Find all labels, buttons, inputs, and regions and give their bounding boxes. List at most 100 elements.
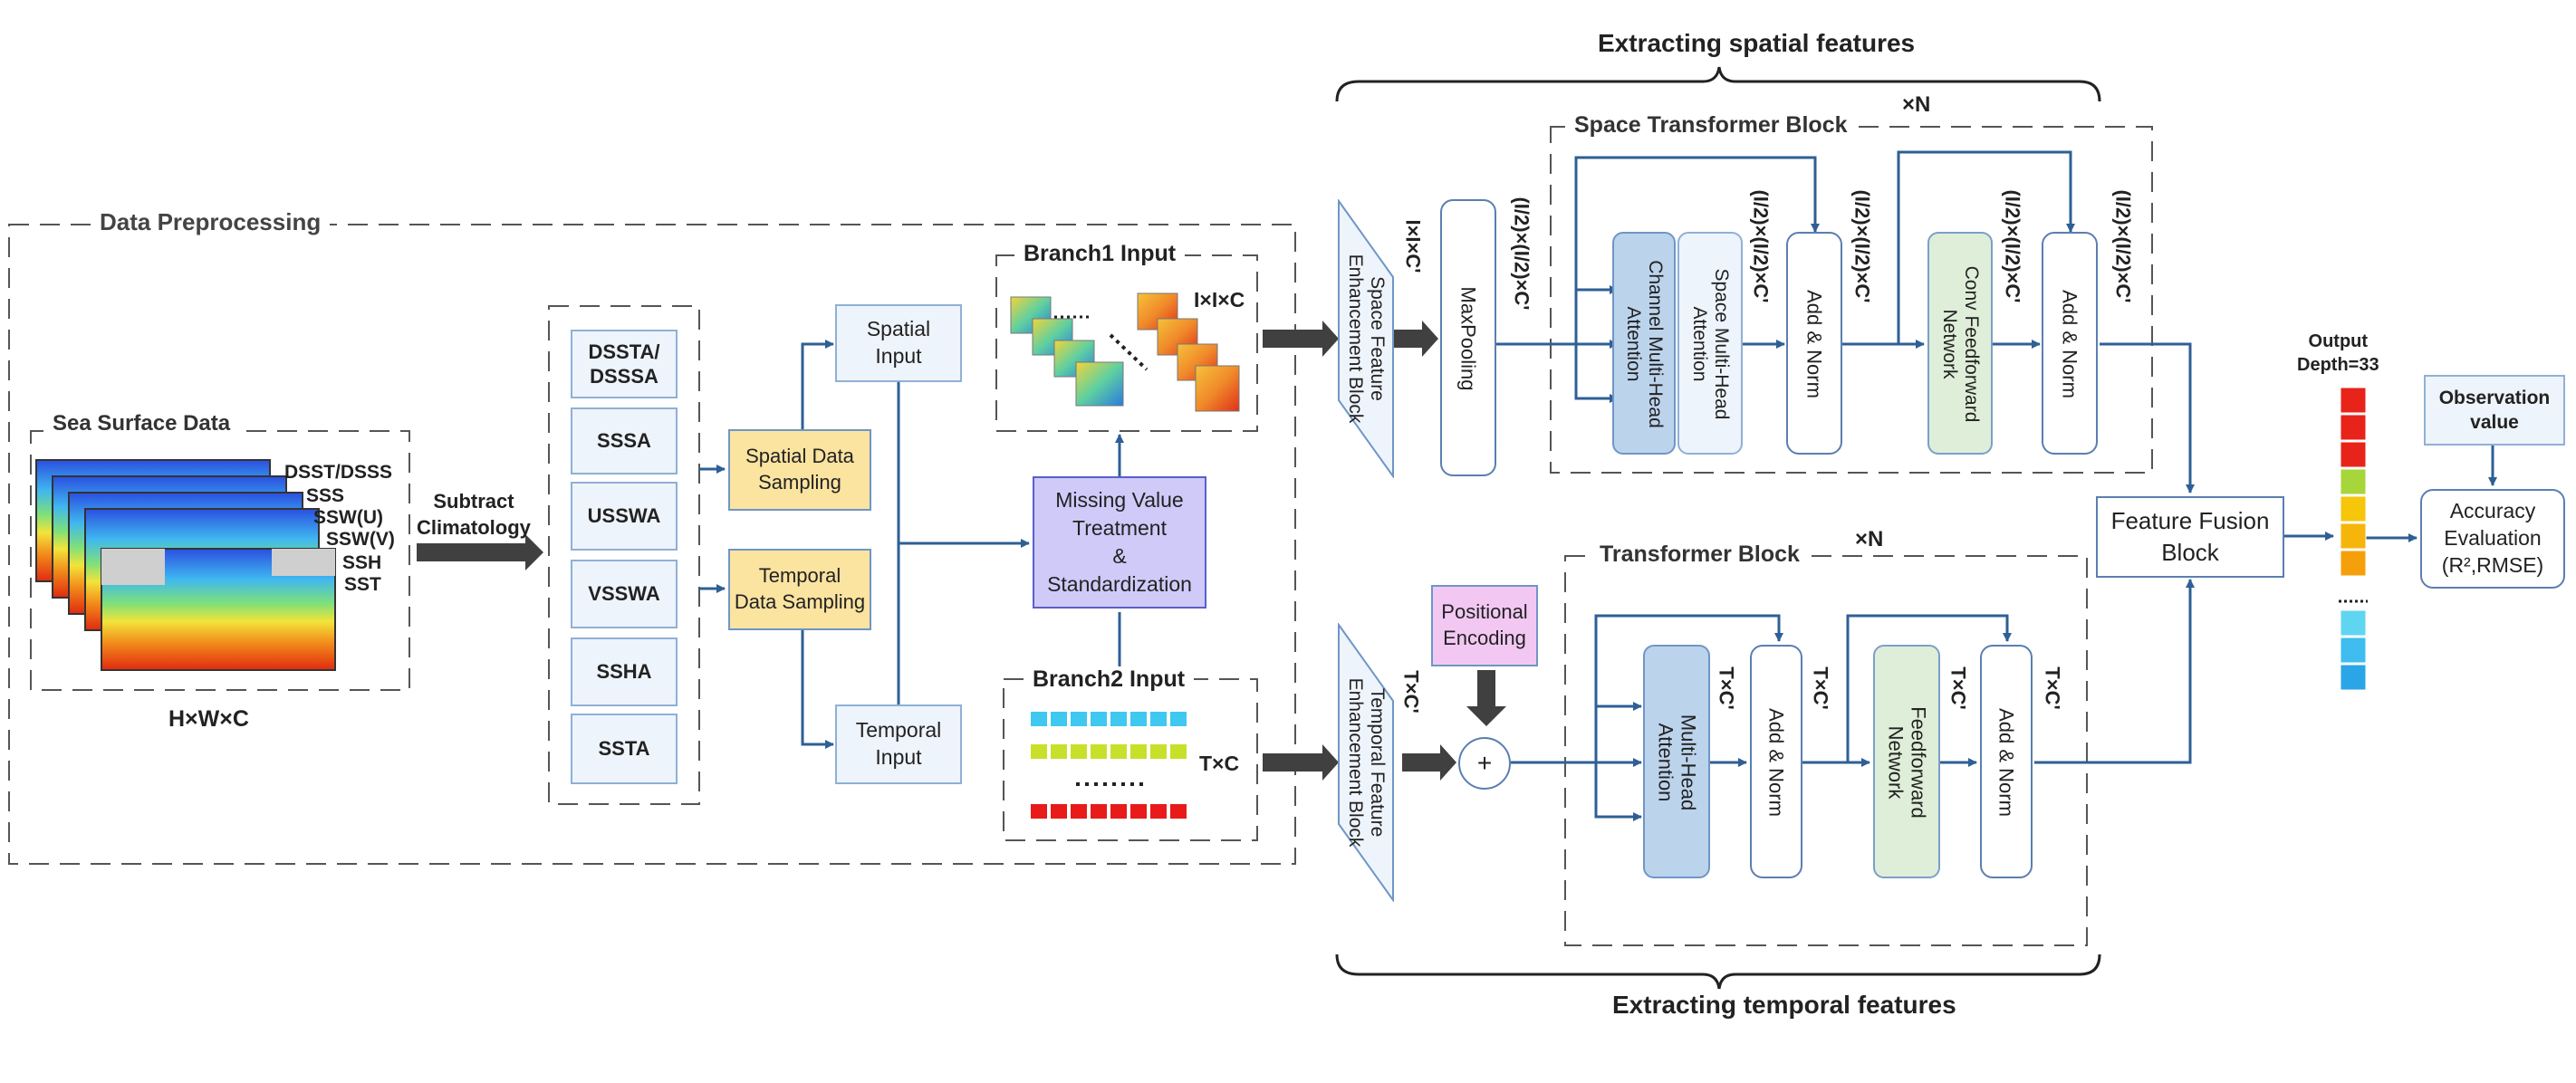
output-bar-stack xyxy=(2340,387,2367,691)
space-dim-att: (I/2)×(I/2)×C' xyxy=(1749,189,1773,303)
sequence-cell xyxy=(1150,744,1167,759)
temporal-input: Temporal Input xyxy=(835,704,962,784)
temporal-enhancement-shape xyxy=(1338,623,1394,902)
sequence-cell xyxy=(1051,712,1067,726)
sequence-cell xyxy=(1071,744,1087,759)
sequence-cell xyxy=(1170,804,1187,819)
sea-surface-maps xyxy=(35,459,336,671)
sequence-cell xyxy=(1150,712,1167,726)
temp-out-to-fusion xyxy=(2034,579,2195,764)
anomaly-dssta: DSSTA/ DSSSA xyxy=(571,330,678,398)
sampling-to-temporal-input xyxy=(801,630,834,749)
sequence-cell xyxy=(1051,744,1067,759)
temporal-attention-block xyxy=(1643,645,1710,878)
sequence-cell xyxy=(1110,804,1127,819)
space-repeat-label: ×N xyxy=(1902,92,1931,117)
positional-encoding: Positional Encoding xyxy=(1431,585,1538,666)
layer-label-dsst: DSST/DSSS xyxy=(284,462,393,483)
output-cell-top xyxy=(2340,495,2367,522)
output-cell-top xyxy=(2340,550,2367,577)
residual-2 xyxy=(1897,150,2075,344)
temporal-dim-ffn: T×C' xyxy=(1946,666,1970,710)
sequence-cell xyxy=(1091,804,1107,819)
layer-label-sswv: SSW(V) xyxy=(326,529,395,550)
sequence-cell xyxy=(1091,744,1107,759)
space-enhancement-shape xyxy=(1338,199,1394,478)
temporal-dim-an1: T×C' xyxy=(1809,666,1832,710)
output-cell-top xyxy=(2340,468,2367,495)
sequence-cell xyxy=(1170,712,1187,726)
output-cell-bottom xyxy=(2340,609,2367,637)
sequence-cell xyxy=(1031,744,1047,759)
temporal-addnorm1-label: Add & Norm xyxy=(1764,708,1788,817)
space-addnorm2-label: Add & Norm xyxy=(2058,290,2081,398)
branch1-feature-maps xyxy=(1010,292,1240,412)
temporal-brace xyxy=(1335,954,2101,990)
branch1-thick-arrow xyxy=(1263,321,1339,357)
branch2-sequences xyxy=(1031,712,1187,819)
space-attention-label: Space Multi-Head Attention xyxy=(1689,268,1733,420)
output-cell-top xyxy=(2340,387,2367,414)
positional-thick-arrow xyxy=(1466,670,1506,726)
output-cell-top xyxy=(2340,441,2367,468)
layer-label-ssh: SSH xyxy=(342,552,382,573)
branch1-title: Branch1 Input xyxy=(1014,241,1186,267)
anomaly-sssa: SSSA xyxy=(571,407,678,474)
temporal-addnorm2-label: Add & Norm xyxy=(1994,708,2018,817)
anomaly-vsswa: VSSWA xyxy=(571,560,678,628)
sea-surface-title: Sea Surface Data xyxy=(43,411,240,436)
temporal-enhancement-block: Temporal Feature Enhancement Block xyxy=(1345,677,1389,848)
space-addnorm1-block xyxy=(1786,232,1842,455)
output-cell-top xyxy=(2340,522,2367,550)
space-dim-out: (I/2)×(I/2)×C' xyxy=(2111,189,2135,303)
temporal-ffn-block xyxy=(1873,645,1940,878)
sequence-cell xyxy=(1091,712,1107,726)
sequence-cell xyxy=(1150,804,1167,819)
spatial-brace xyxy=(1335,66,2101,102)
output-title: Output Depth=33 xyxy=(2297,331,2379,375)
sequence-cell xyxy=(1051,804,1067,819)
space-out-to-fusion xyxy=(2100,342,2195,494)
sequence-cell xyxy=(1130,744,1147,759)
maxpooling-label: MaxPooling xyxy=(1456,286,1480,391)
output-cell-bottom xyxy=(2340,664,2367,691)
sequence-cell xyxy=(1110,712,1127,726)
sequence-cell xyxy=(1130,712,1147,726)
data-preprocessing-frame xyxy=(8,224,1296,865)
accuracy-evaluation: Accuracy Evaluation (R²,RMSE) xyxy=(2420,489,2565,589)
temporal-dim-in: T×C' xyxy=(1399,670,1423,714)
t-residual-2 xyxy=(1846,614,2012,762)
sequence-cell xyxy=(1031,712,1047,726)
sequence-cell xyxy=(1071,712,1087,726)
temporal-heading: Extracting temporal features xyxy=(1612,991,1956,1019)
branch2-dims: T×C xyxy=(1199,752,1240,775)
branch2-title: Branch2 Input xyxy=(1024,666,1195,693)
anomaly-usswa: USSWA xyxy=(571,482,678,551)
temporal-dim-out: T×C' xyxy=(2041,666,2064,710)
residual-1 xyxy=(1574,156,1820,344)
spatial-data-sampling: Spatial Data Sampling xyxy=(728,429,871,511)
conv-ffn-label: Conv Feedforward Network xyxy=(1939,265,1983,423)
temporal-data-sampling: Temporal Data Sampling xyxy=(728,549,871,630)
space-dim-ffn: (I/2)×(I/2)×C' xyxy=(2001,189,2024,303)
add-operator: + xyxy=(1458,737,1511,790)
output-cell-top xyxy=(2340,414,2367,441)
t-split-bottom xyxy=(1594,762,1642,821)
missing-value-treatment: Missing Value Treatment & Standardizatio… xyxy=(1033,476,1206,609)
t-residual-1 xyxy=(1594,614,1783,762)
split-bottom xyxy=(1574,344,1619,403)
space-dim-pool: (I/2)×(I/2)×C' xyxy=(1510,196,1533,311)
sequence-cell xyxy=(1071,804,1087,819)
subtract-climatology-label: Subtract Climatology xyxy=(417,490,531,539)
anomaly-frame xyxy=(548,305,700,805)
branch2-thick-arrow xyxy=(1263,744,1339,781)
space-transformer-title: Space Transformer Block xyxy=(1565,112,1857,139)
space-dim-an1: (I/2)×(I/2)×C' xyxy=(1850,189,1874,303)
transformer-title: Transformer Block xyxy=(1591,542,1809,568)
space-transformer-frame xyxy=(1550,126,2153,474)
space-dim-in: I×I×C' xyxy=(1401,219,1425,273)
space-attention-block xyxy=(1677,232,1743,455)
observation-value: Observation value xyxy=(2424,375,2565,446)
